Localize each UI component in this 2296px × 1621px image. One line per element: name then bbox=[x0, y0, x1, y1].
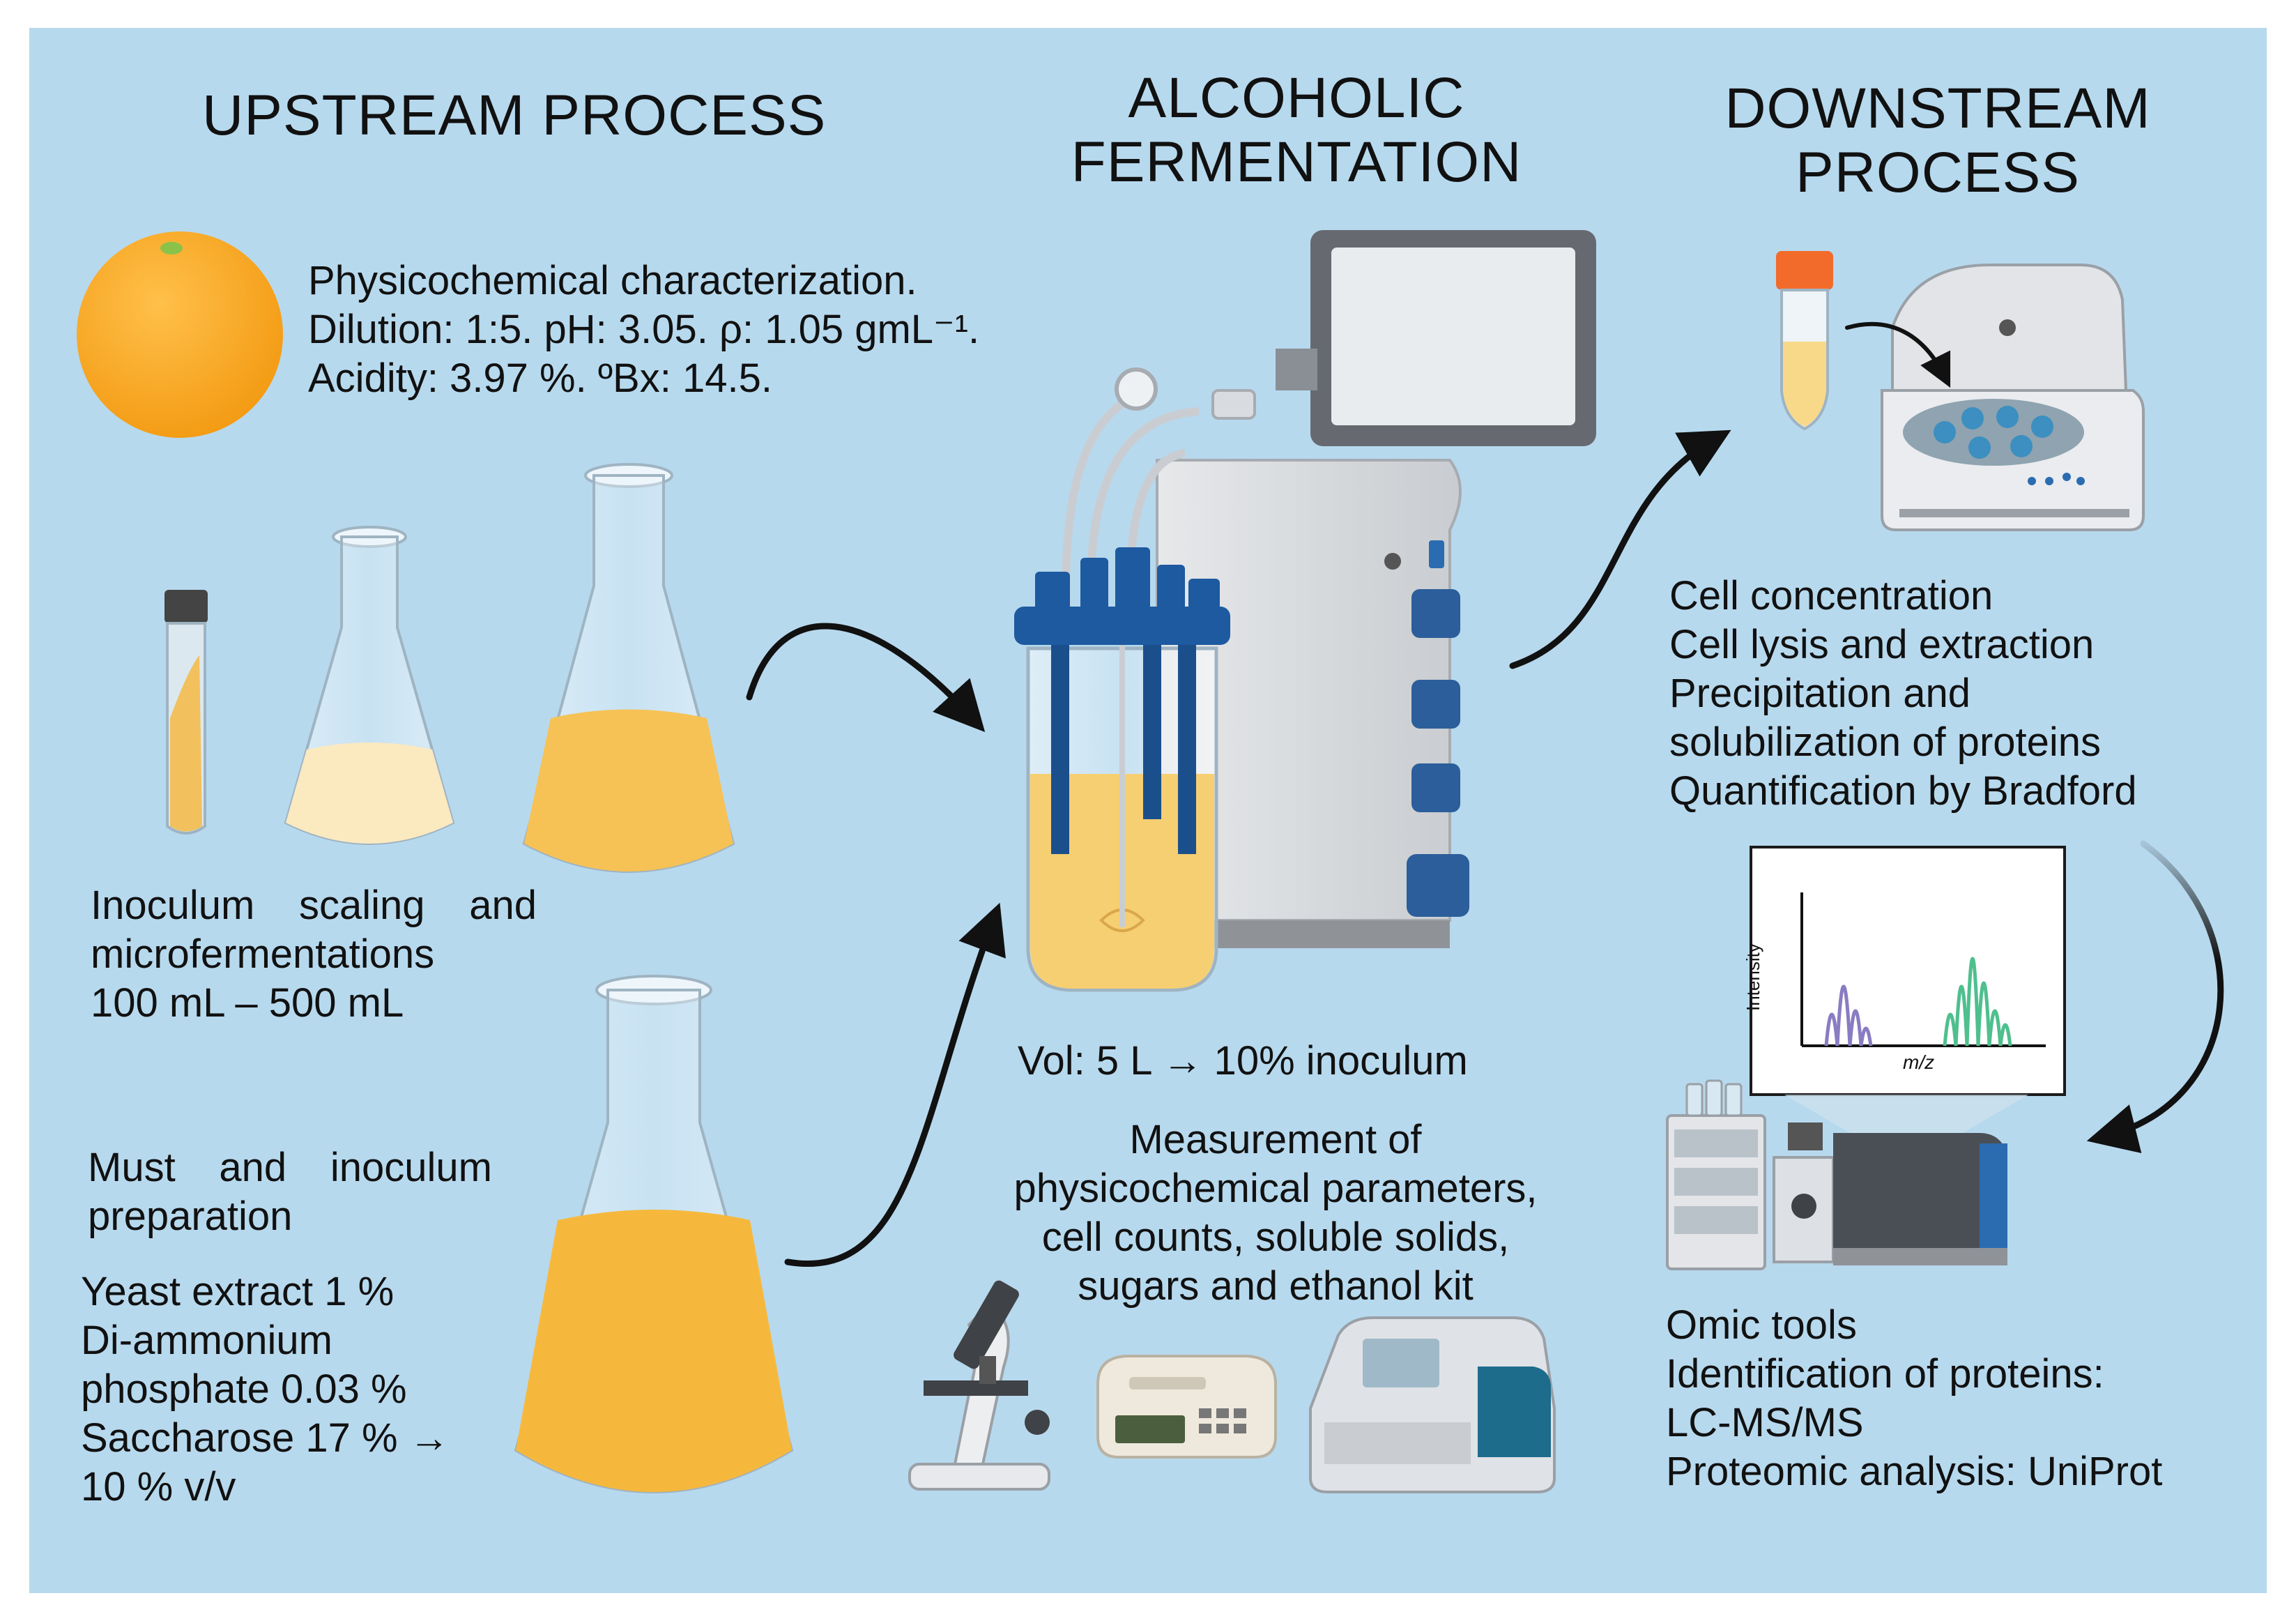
centrifuge-icon bbox=[1881, 264, 2145, 531]
measurement-line-3: cell counts, soluble solids, bbox=[1041, 1215, 1510, 1260]
composition-line-5: 10 % v/v bbox=[81, 1464, 236, 1509]
arrow-tube-into-centrifuge bbox=[1845, 321, 1951, 388]
spectrophotometer-icon bbox=[1309, 1316, 1556, 1493]
inoculum-scaling-line-2: microfermentations bbox=[91, 931, 435, 977]
omics-line-3: LC-MS/MS bbox=[1666, 1400, 1864, 1445]
characterization-text: Physicochemical characterization. Diluti… bbox=[308, 257, 979, 403]
downstream-steps-text: Cell concentration Cell lysis and extrac… bbox=[1669, 572, 2137, 816]
measurement-line-4: sugars and ethanol kit bbox=[1078, 1263, 1474, 1309]
small-flask-icon bbox=[284, 526, 455, 845]
large-flask-icon bbox=[514, 975, 794, 1493]
flow-arrows bbox=[746, 321, 2224, 1267]
lc-ms-instrument-icon bbox=[1666, 1079, 2007, 1270]
composition-line-3: phosphate 0.03 % bbox=[81, 1367, 407, 1412]
cell-counter-icon bbox=[1096, 1355, 1277, 1459]
heading-upstream: UPSTREAM PROCESS bbox=[202, 84, 827, 147]
omics-line-1: Omic tools bbox=[1666, 1302, 1857, 1348]
omics-text: Omic tools Identification of proteins: L… bbox=[1666, 1301, 2162, 1496]
inoculum-scaling-line-3: 100 mL – 500 mL bbox=[91, 980, 404, 1026]
must-preparation-text: Must and inoculum preparation bbox=[88, 1143, 492, 1241]
composition-line-2: Di-ammonium bbox=[81, 1318, 332, 1363]
downstream-step-2: Cell lysis and extraction bbox=[1669, 622, 2095, 667]
medium-flask-icon bbox=[522, 463, 735, 873]
inoculum-scaling-line-1: Inoculum scaling and bbox=[91, 883, 537, 928]
downstream-step-3: Precipitation and bbox=[1669, 671, 1971, 716]
downstream-step-4: solubilization of proteins bbox=[1669, 720, 2102, 765]
characterization-line-3: Acidity: 3.97 %. ºBx: 14.5. bbox=[308, 356, 772, 401]
downstream-step-5: Quantification by Bradford bbox=[1669, 768, 2137, 814]
microscope-icon bbox=[908, 1280, 1050, 1491]
heading-downstream-line-1: DOWNSTREAM bbox=[1724, 77, 2151, 140]
measurement-line-1: Measurement of bbox=[1129, 1117, 1422, 1162]
fermentation-volume-text: Vol: 5 L → 10% inoculum bbox=[1018, 1038, 1468, 1083]
composition-text: Yeast extract 1 % Di-ammonium phosphate … bbox=[81, 1268, 450, 1512]
downstream-step-1: Cell concentration bbox=[1669, 573, 1993, 618]
spectrum-xlabel: m/z bbox=[1903, 1051, 1935, 1073]
omics-line-4: Proteomic analysis: UniProt bbox=[1666, 1449, 2163, 1494]
spectrum-ylabel: Intensity bbox=[1743, 943, 1763, 1011]
heading-downstream: DOWNSTREAM PROCESS bbox=[1687, 77, 2189, 205]
arrow-bradford-to-lcms bbox=[2086, 840, 2224, 1153]
orange-fruit-icon bbox=[77, 231, 283, 438]
measurement-text: Measurement of physicochemical parameter… bbox=[976, 1116, 1575, 1311]
heading-fermentation-line-2: FERMENTATION bbox=[1071, 130, 1522, 194]
heading-fermentation: ALCOHOLIC FERMENTATION bbox=[1032, 66, 1561, 195]
must-preparation-line-2: preparation bbox=[88, 1194, 293, 1239]
heading-fermentation-line-1: ALCOHOLIC bbox=[1128, 66, 1465, 130]
must-preparation-line-1: Must and inoculum bbox=[88, 1145, 492, 1190]
arrow-flask-to-bioreactor bbox=[746, 623, 986, 732]
arrow-large-flask-to-bioreactor bbox=[784, 902, 1006, 1267]
composition-line-1: Yeast extract 1 % bbox=[81, 1269, 395, 1314]
characterization-line-1: Physicochemical characterization. bbox=[308, 258, 917, 303]
measurement-line-2: physicochemical parameters, bbox=[1013, 1166, 1538, 1211]
composition-line-4: Saccharose 17 % → bbox=[81, 1415, 450, 1461]
falcon-tube-icon bbox=[1776, 251, 1833, 431]
test-tube-icon bbox=[164, 590, 208, 835]
arrow-bioreactor-to-downstream bbox=[1509, 429, 1731, 669]
bioreactor-icon bbox=[1014, 230, 1596, 992]
omics-line-2: Identification of proteins: bbox=[1666, 1351, 2104, 1397]
mass-spectrum-chart bbox=[1750, 846, 2066, 1143]
characterization-line-2: Dilution: 1:5. pH: 3.05. ρ: 1.05 gmL⁻¹. bbox=[308, 307, 980, 352]
heading-downstream-line-2: PROCESS bbox=[1796, 141, 2080, 204]
inoculum-scaling-text: Inoculum scaling and microfermentations … bbox=[91, 881, 537, 1028]
